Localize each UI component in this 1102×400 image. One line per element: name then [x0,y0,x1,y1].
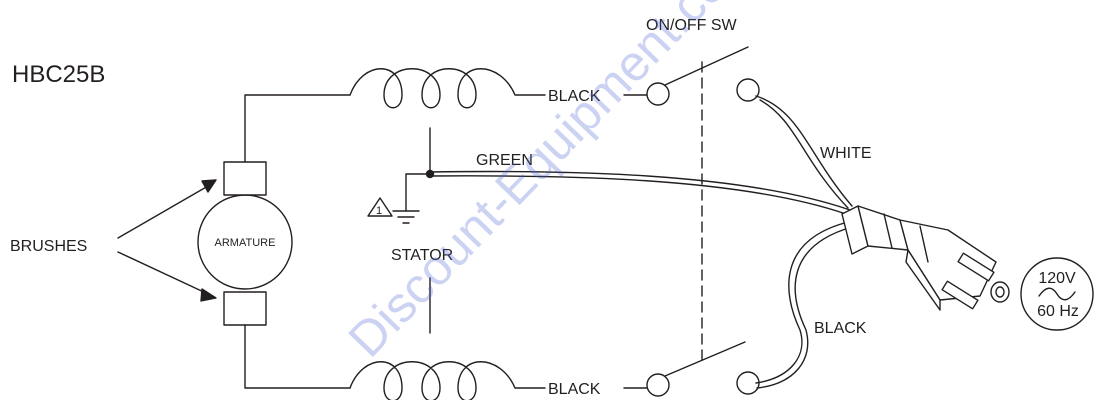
bottom-brush [223,291,267,326]
model-label: HBC25B [12,61,105,88]
switch-bottom-terminal [646,373,670,397]
brush-arrow-top [117,185,209,239]
switch-bottom-blade [664,341,746,377]
green-label: GREEN [476,152,533,169]
white-label: WHITE [820,145,872,162]
stator-label: STATOR [391,247,453,264]
brushes-label: BRUSHES [10,238,87,255]
green-wire [429,170,851,211]
ac-wave [1038,287,1076,301]
white-wire-inner [759,99,849,209]
green-wire-inner [429,175,847,215]
ground-wire [405,173,431,212]
switch-top-blade [664,46,749,86]
brush-arrowhead-top [201,179,217,193]
black-top-label: BLACK [548,88,601,105]
switch-top-terminal [646,82,670,106]
brush-arrow-bottom [117,251,209,295]
armature-label: ARMATURE [215,237,276,249]
bottom-field-coil [349,361,546,400]
top-brush [223,161,267,196]
frequency-label: 60 Hz [1037,303,1079,320]
ground-note-triangle [367,197,393,217]
white-wire [755,95,853,207]
black-cord-wire-inner [756,226,853,389]
brush-arrowhead-bottom [200,288,217,302]
top-field-wire [244,94,351,163]
black-cord-label: BLACK [814,320,867,337]
bottom-field-wire [244,324,351,389]
ground-symbol [392,210,420,224]
cord-top-terminal [736,78,760,102]
switch-label: ON/OFF SW [646,17,738,34]
black-bottom-label: BLACK [548,381,601,398]
black-cord-wire [755,221,849,384]
ground-note-label: 1 [376,205,382,217]
plug [841,205,1010,311]
top-field-coil [349,68,546,109]
voltage-label: 120V [1038,270,1076,287]
